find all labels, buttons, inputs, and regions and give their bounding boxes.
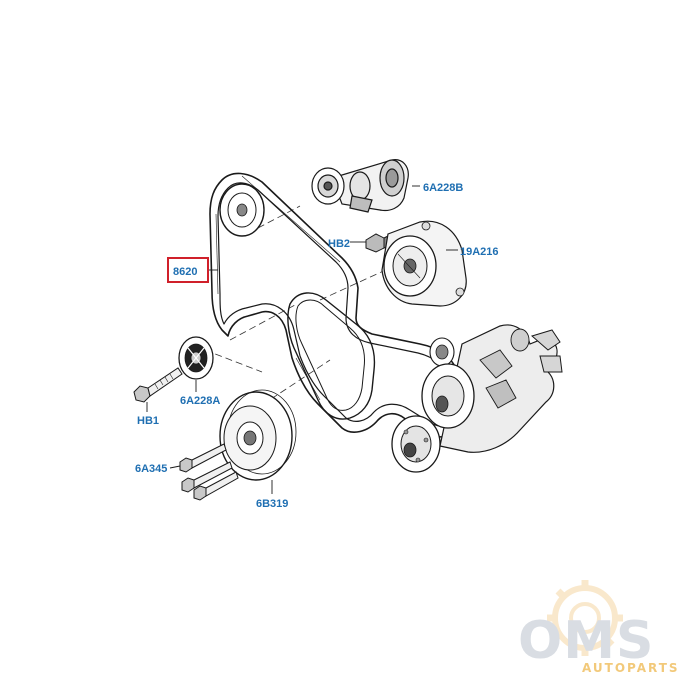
watermark-sub: AUTOPARTS [582,661,680,675]
leader-lines [204,205,391,406]
label-crank-pulley: 6B319 [256,498,288,510]
crank-bolt-1 [179,443,227,473]
ac-compressor-pulley [391,415,441,473]
gear-icon [547,580,623,656]
lower-idler-pulley [178,336,214,380]
crank-bolts [179,443,239,501]
label-hb1: HB1 [137,415,159,427]
label-tensioner: 6A228B [423,182,463,194]
label-idler-pulley: 6A228A [180,395,220,407]
label-belt: 8620 [173,266,197,278]
callout-labels: 8620 6A228B HB2 19A216 HB1 6A228A 6A345 … [135,182,499,510]
water-pump-pulley [381,220,467,307]
watermark-brand: OMS [518,611,654,671]
crank-bolt-3 [193,471,239,501]
label-leaders [146,185,458,494]
crank-bolt-2 [181,461,233,493]
belt-tensioner [311,159,409,213]
engine-assembly [421,324,563,453]
label-crank-bolts: 6A345 [135,463,167,475]
label-hb2: HB2 [328,238,350,250]
crankshaft-pulley [219,389,297,481]
belt-inner-run [287,292,376,420]
watermark: OMS AUTOPARTS [518,580,680,675]
serpentine-belt [209,172,473,438]
upper-idler-pulley [219,183,265,237]
belt-highlight-box [167,257,209,283]
bolt-hb1 [133,367,183,403]
label-water-pump-pulley: 19A216 [460,246,499,258]
